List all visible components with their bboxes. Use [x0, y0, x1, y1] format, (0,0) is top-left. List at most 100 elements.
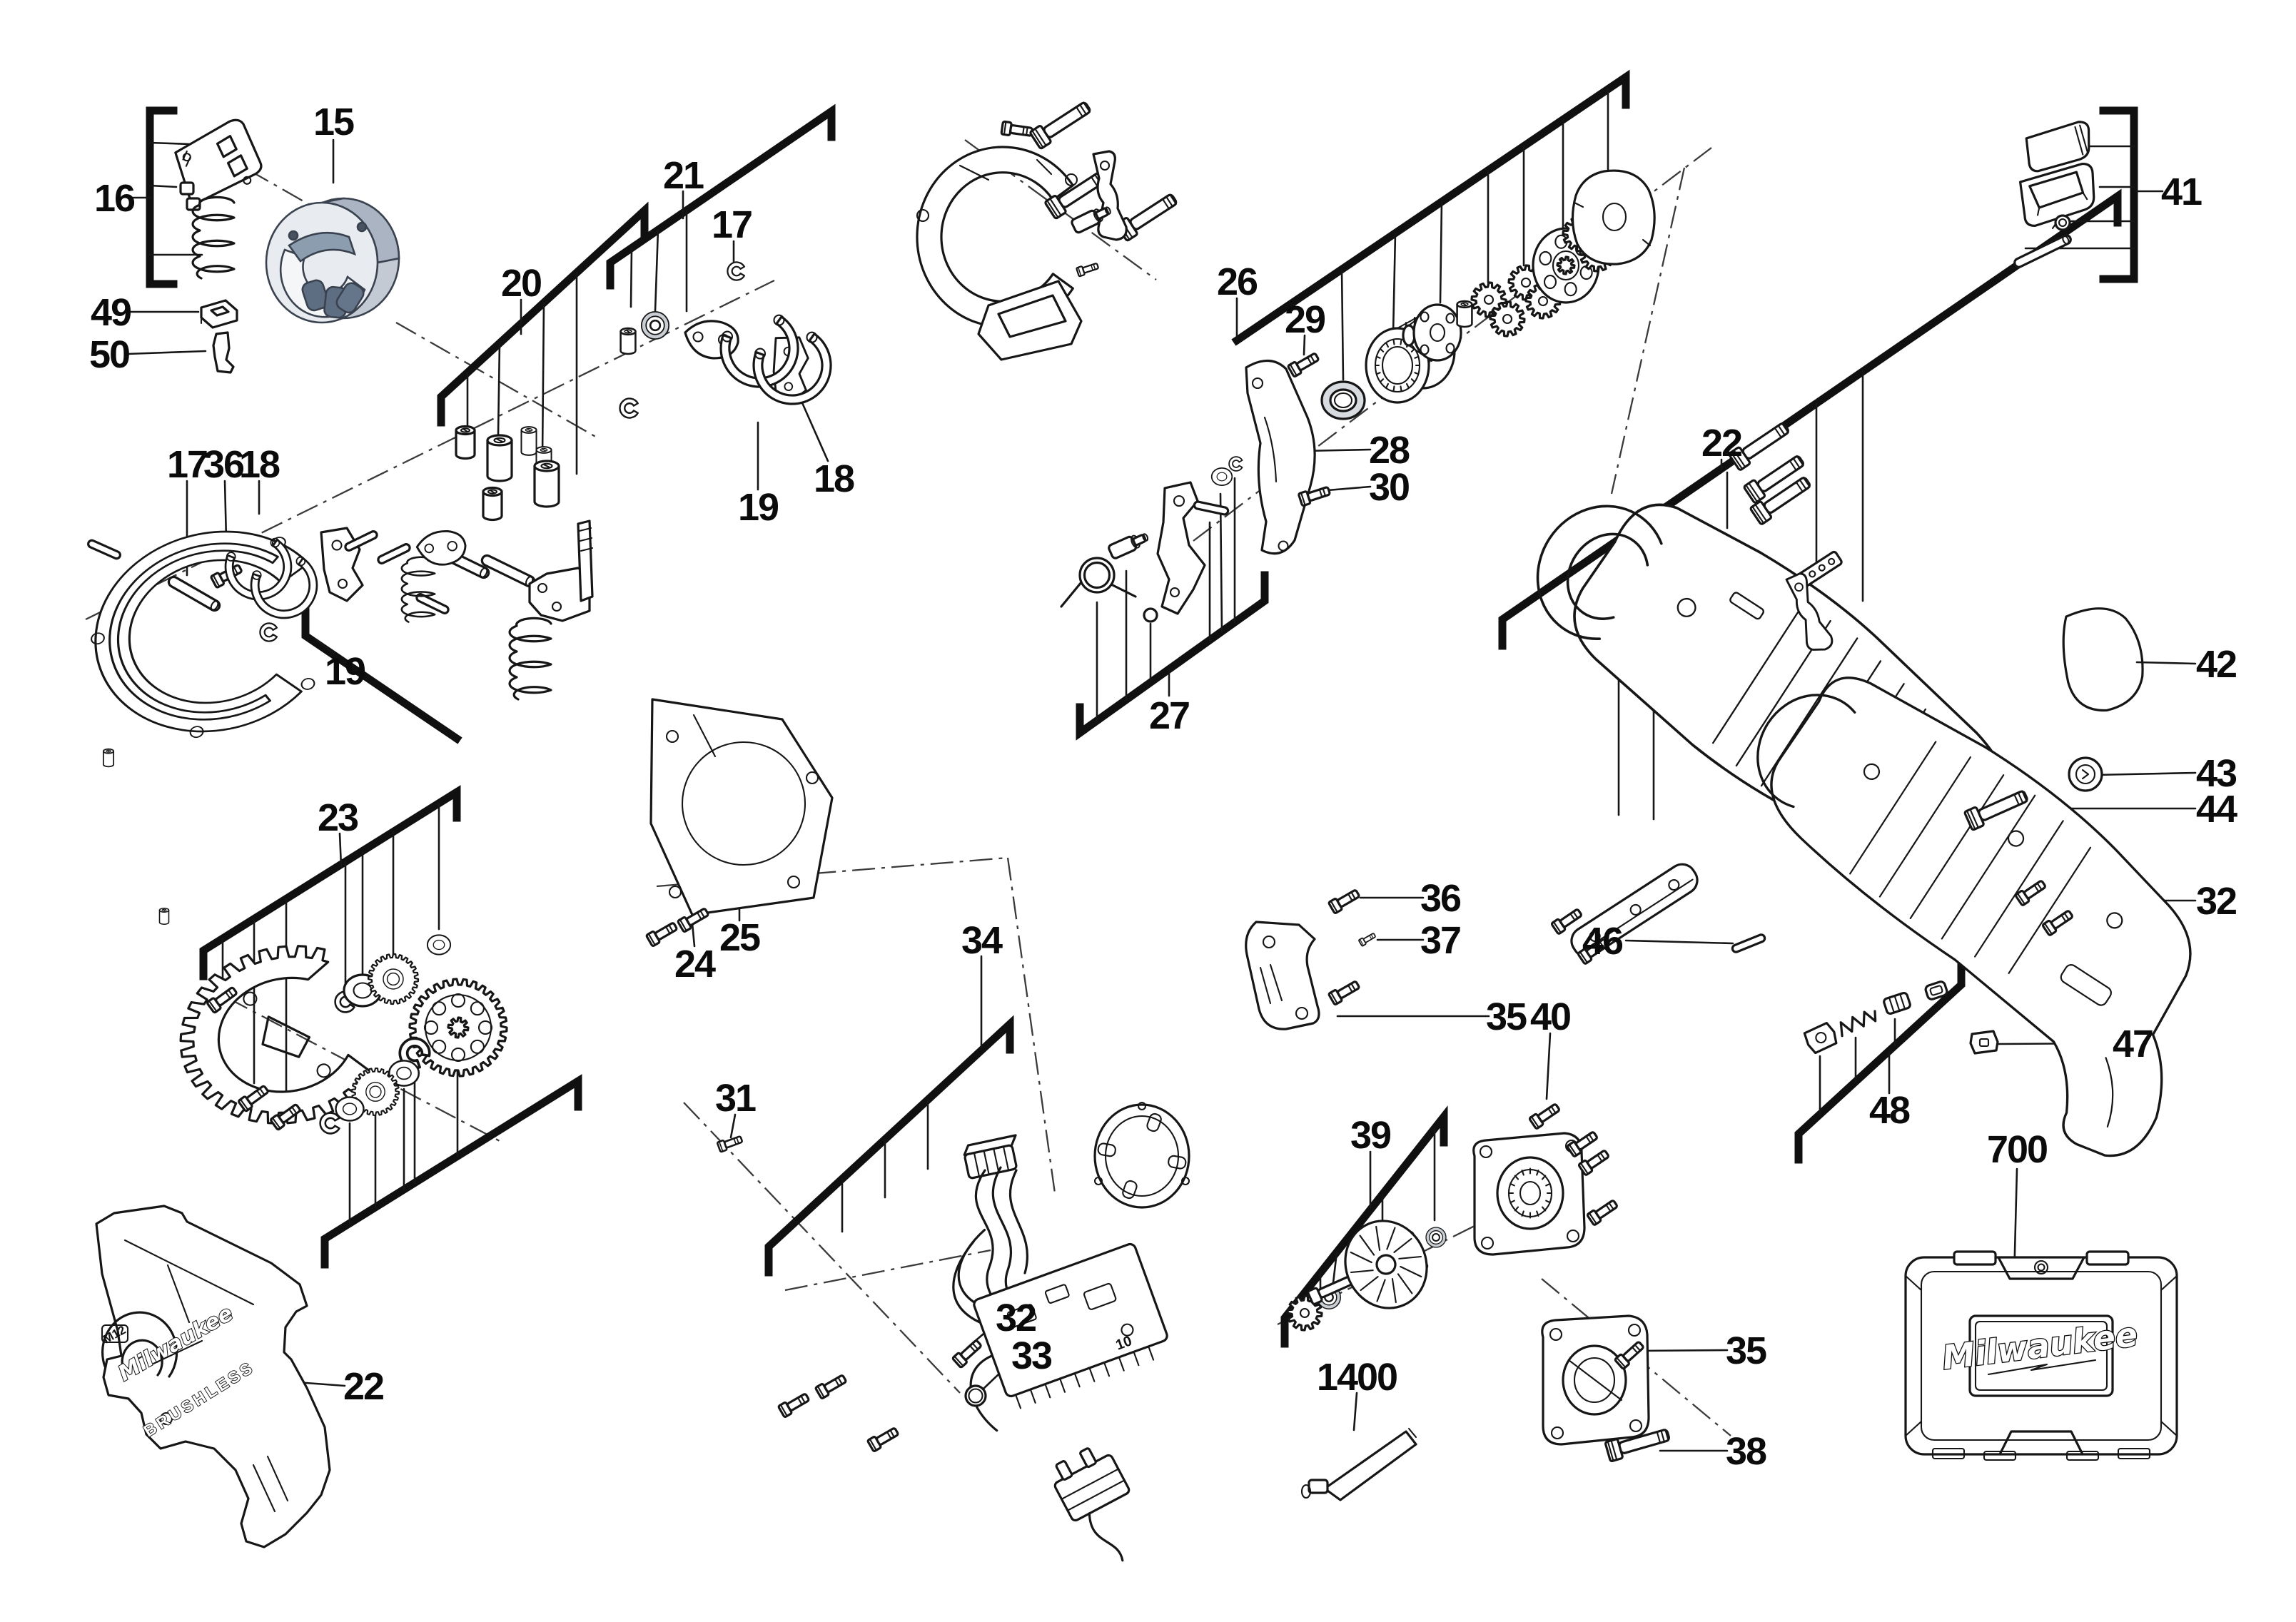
- slider48: [1883, 991, 1911, 1015]
- callout-17: 17: [712, 203, 752, 246]
- callout-26: 26: [1217, 260, 1258, 303]
- cring: [752, 331, 832, 405]
- connector: [963, 1134, 1018, 1180]
- motor-stator: [1093, 1101, 1190, 1209]
- eclip: [259, 622, 278, 642]
- callout-1400: 1400: [1317, 1356, 1397, 1399]
- plunger: [1108, 533, 1149, 559]
- pinL: [2013, 234, 2072, 268]
- cring: [719, 314, 799, 388]
- callout-41: 41: [2161, 171, 2202, 213]
- callout-31: 31: [715, 1077, 756, 1120]
- callout-36: 36: [1420, 877, 1461, 920]
- grease-tube: [1300, 1427, 1417, 1501]
- callout-700: 700: [1987, 1128, 2047, 1171]
- callout-37: 37: [1420, 919, 1460, 962]
- screwS: [1614, 1341, 1644, 1370]
- callout-28: 28: [1369, 429, 1410, 472]
- screw: [1728, 422, 1789, 471]
- leader-line: [629, 247, 633, 308]
- blade-holder: [528, 519, 594, 622]
- bushing: [158, 907, 170, 926]
- callout-19: 19: [738, 486, 779, 529]
- screwS: [238, 1085, 269, 1112]
- callout-40: 40: [1530, 995, 1570, 1038]
- callout-49: 49: [91, 291, 131, 334]
- callout-24: 24: [674, 943, 716, 985]
- pinS: [87, 539, 121, 560]
- bushing: [102, 748, 115, 768]
- leader-line: [338, 832, 343, 868]
- support-plate: [649, 698, 834, 916]
- leader-line: [2094, 771, 2197, 776]
- pinS: [344, 530, 378, 552]
- pad: [179, 181, 195, 196]
- eclip: [727, 261, 746, 281]
- group-bracket: [606, 103, 836, 290]
- screwS: [1528, 1103, 1560, 1130]
- block48: [1803, 1022, 1838, 1055]
- washer: [335, 1096, 365, 1122]
- group-bracket: [437, 201, 649, 427]
- roller: [520, 426, 537, 456]
- leader-line: [126, 350, 207, 355]
- eclip: [1228, 456, 1243, 472]
- leader-line: [1545, 1032, 1552, 1100]
- callout-17: 17: [167, 443, 207, 486]
- callout-18: 18: [239, 443, 280, 486]
- washer: [388, 1060, 420, 1087]
- ratchet-ring-plate: [91, 530, 315, 739]
- assembly-axis-line: [683, 1102, 961, 1394]
- springH: [1839, 1010, 1877, 1038]
- screwS: [777, 1393, 810, 1418]
- cring: [224, 537, 293, 601]
- washer: [426, 934, 452, 956]
- callout-46: 46: [1582, 920, 1623, 963]
- electronics-module: 10: [952, 1228, 1168, 1432]
- crank: [415, 530, 467, 566]
- screwS: [1566, 1131, 1598, 1157]
- leader-line: [497, 342, 501, 437]
- group-bracket: [1076, 571, 1269, 741]
- springV: [508, 617, 552, 701]
- carrying-case: Milwaukee: [1904, 1250, 2178, 1461]
- planet: [1489, 300, 1526, 338]
- leader-line: [729, 1113, 737, 1139]
- leader-line: [2135, 661, 2197, 665]
- screwS: [1000, 120, 1033, 137]
- bearing: [1425, 1227, 1447, 1248]
- wear-block: [200, 299, 238, 329]
- group-bracket: [1280, 1105, 1448, 1348]
- screwS: [1358, 933, 1376, 947]
- housing-half-lower: [1756, 676, 2192, 1157]
- jaw-housing: [916, 146, 1083, 361]
- leader-line: [1392, 232, 1397, 335]
- tray41: [2018, 162, 2095, 227]
- leader-line: [799, 398, 829, 462]
- callout-38: 38: [1726, 1430, 1766, 1473]
- screwS: [1577, 1150, 1609, 1176]
- assembly-axis-line: [784, 1249, 991, 1292]
- screwS: [1327, 889, 1360, 914]
- screwS: [1298, 486, 1331, 507]
- callout-33: 33: [1011, 1334, 1052, 1377]
- screwS: [951, 1339, 982, 1369]
- button48: [1924, 980, 1948, 1000]
- cover41: [2025, 121, 2090, 173]
- flange: [1402, 303, 1462, 363]
- assembly-axis-line: [1006, 857, 1056, 1194]
- group-bracket: [1231, 69, 1630, 346]
- bushing: [619, 327, 637, 355]
- assembly-axis-line: [226, 996, 502, 1143]
- bushing: [455, 425, 476, 460]
- clutch-spring: [191, 196, 236, 280]
- screwS: [206, 986, 238, 1014]
- screw: [1963, 790, 2028, 831]
- sealring: [1320, 380, 1366, 420]
- lock-block: [1969, 1030, 1999, 1055]
- gear: [350, 1067, 400, 1117]
- pinS: [1193, 500, 1230, 516]
- gear: [367, 953, 420, 1005]
